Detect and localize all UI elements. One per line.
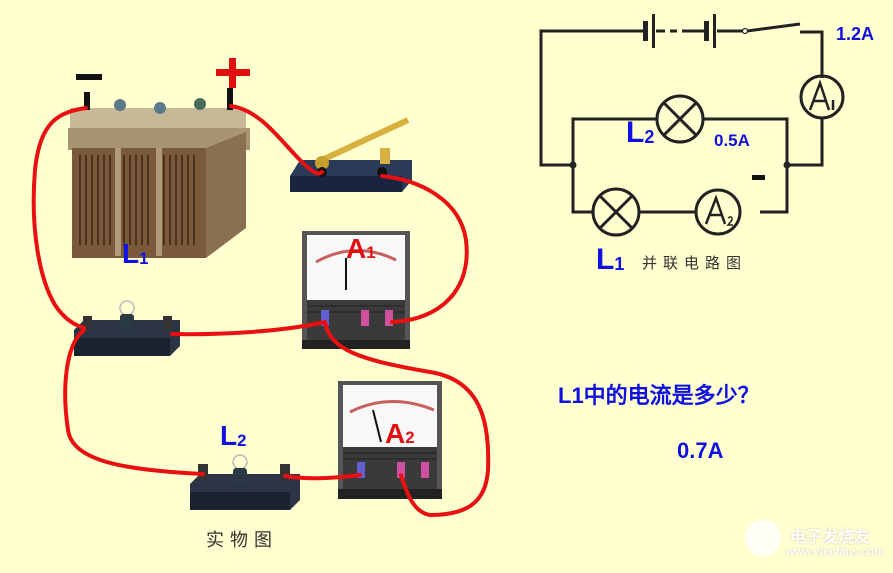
label-subscript: 1 bbox=[366, 243, 376, 262]
battery-minus-sign bbox=[76, 74, 102, 80]
label-l2-schematic: L2 bbox=[626, 116, 654, 150]
total-current-label: 1.2A bbox=[836, 24, 875, 44]
label-letter: L bbox=[626, 116, 645, 149]
wires bbox=[31, 104, 491, 518]
bulb-holder-l1 bbox=[74, 300, 180, 356]
minus-sign bbox=[752, 175, 765, 180]
question-text: L1中的电流是多少？ bbox=[558, 383, 760, 408]
label-a1-physical: A1 bbox=[346, 233, 376, 265]
schematic-caption: 并联电路图 bbox=[642, 254, 748, 272]
label-letter: L bbox=[122, 238, 140, 269]
label-l1-physical: L1 bbox=[122, 238, 148, 270]
battery-plus-sign bbox=[216, 58, 250, 88]
label-letter: L bbox=[220, 420, 238, 451]
knife-switch bbox=[290, 117, 412, 192]
bulb-holder-l2 bbox=[190, 454, 300, 510]
ammeter-a1 bbox=[302, 231, 410, 349]
label-letter: A bbox=[346, 233, 367, 264]
label-letter: L bbox=[596, 243, 615, 276]
label-subscript: 1 bbox=[614, 253, 625, 274]
switch-pivot-icon bbox=[741, 27, 749, 35]
label-l1-schematic: L1 bbox=[596, 243, 624, 277]
label-a2-physical: A2 bbox=[385, 418, 415, 450]
watermark-url: www.elecfans.com bbox=[786, 546, 885, 558]
label-letter: A bbox=[385, 418, 406, 449]
label-subscript: 2 bbox=[405, 428, 415, 447]
label-subscript: 1 bbox=[139, 248, 149, 268]
answer-text: 0.7A bbox=[677, 438, 724, 463]
ammeter-a2 bbox=[338, 381, 442, 499]
watermark-logo-icon bbox=[745, 520, 781, 556]
label-subscript: 2 bbox=[237, 430, 247, 450]
battery-cell-icon bbox=[704, 21, 709, 41]
physical-diagram-caption: 实物图 bbox=[206, 530, 278, 551]
label-l2-physical: L2 bbox=[220, 420, 246, 452]
battery bbox=[68, 88, 250, 258]
l2-current-label: 0.5A bbox=[714, 131, 750, 150]
label-subscript: 2 bbox=[644, 126, 655, 147]
watermark-name: 电子发烧友 bbox=[790, 529, 871, 546]
battery-cell-icon bbox=[643, 21, 648, 41]
